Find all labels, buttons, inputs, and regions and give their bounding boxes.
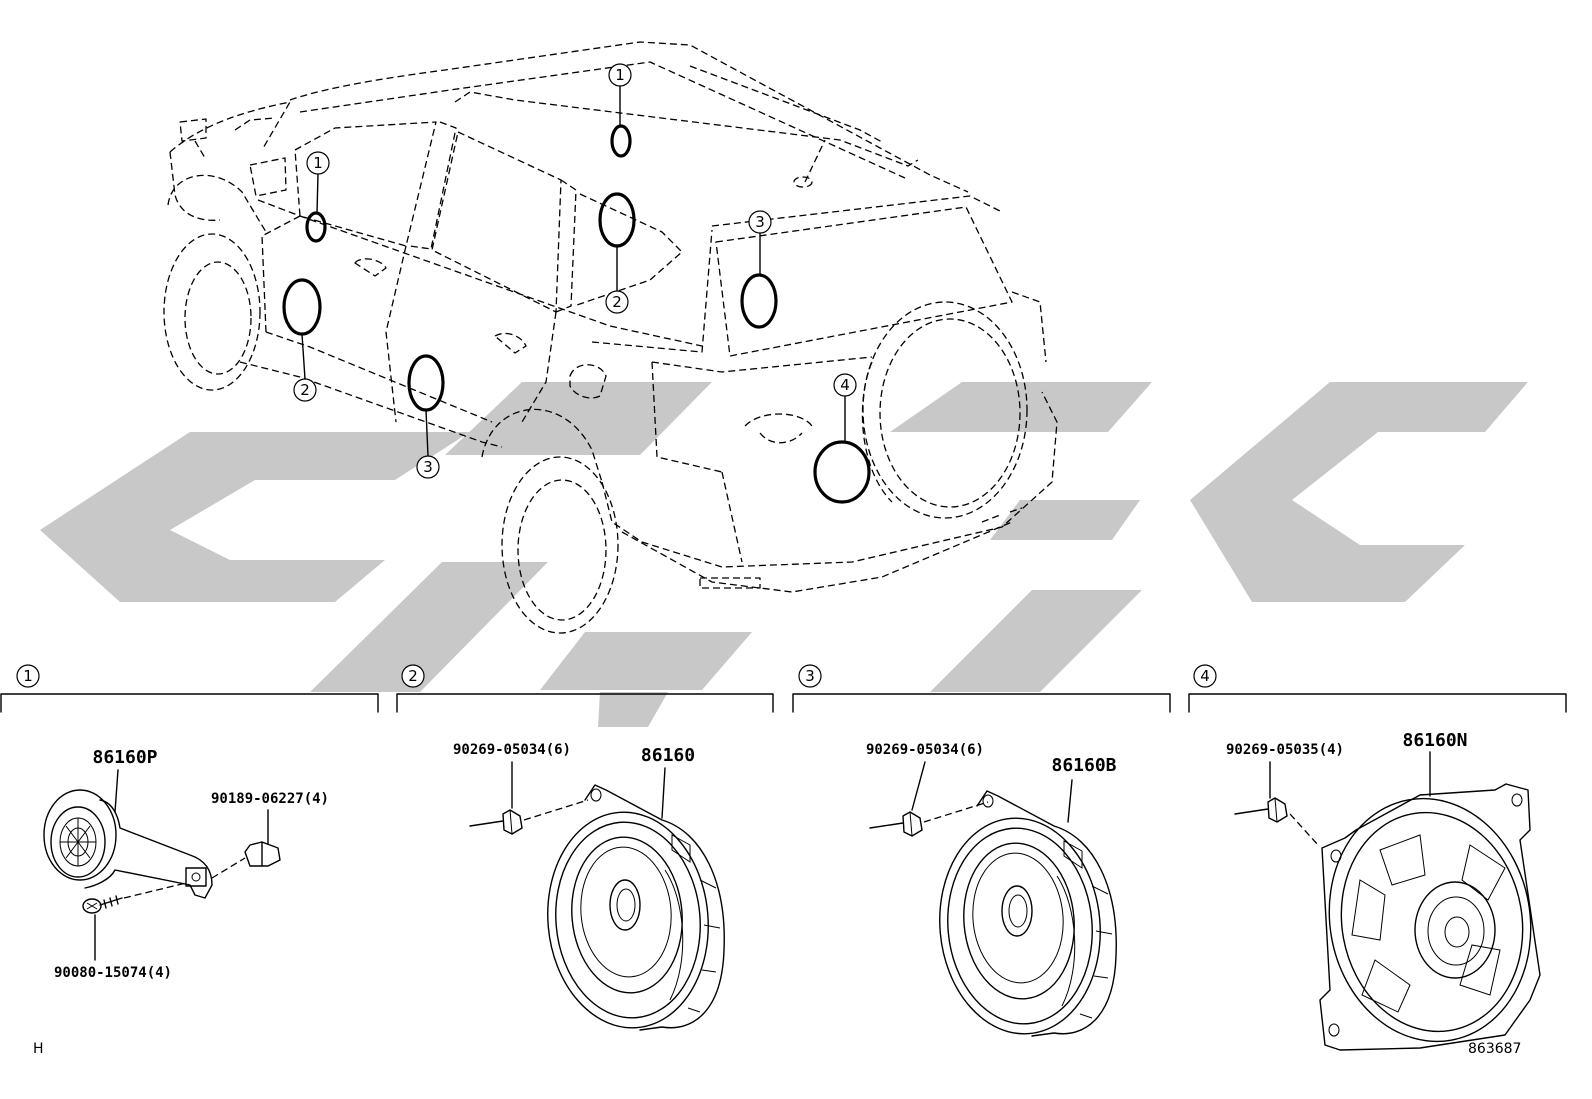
section-number: 4 bbox=[1200, 667, 1210, 685]
part-number-rivet[interactable]: 90269-05034(6) bbox=[453, 742, 571, 758]
section-bracket bbox=[0, 693, 379, 713]
section-header-1: 1 bbox=[0, 664, 379, 713]
leader-line bbox=[1067, 779, 1073, 823]
leader-line bbox=[114, 769, 119, 813]
speaker-location-ring bbox=[740, 273, 778, 329]
section-bracket bbox=[396, 693, 774, 713]
part-number-back-door-speaker[interactable]: 86160N bbox=[1402, 730, 1467, 751]
callout-number: 3 bbox=[755, 213, 765, 231]
callout-rear-door-upper: 2 bbox=[605, 290, 629, 314]
callout-front-door-upper: 1 bbox=[306, 151, 330, 175]
part-number-tweeter[interactable]: 86160P bbox=[92, 747, 157, 768]
speaker-location-ring bbox=[610, 124, 632, 158]
part-number-rivet[interactable]: 90269-05035(4) bbox=[1226, 742, 1344, 758]
section-header-4: 4 bbox=[1188, 664, 1567, 713]
callout-front-door-lower: 2 bbox=[293, 378, 317, 402]
part-number-front-door-speaker[interactable]: 86160 bbox=[641, 745, 695, 766]
callout-number: 1 bbox=[313, 154, 323, 172]
callout-back-door: 4 bbox=[833, 373, 857, 397]
leader-line bbox=[911, 761, 926, 811]
part-number-rear-door-speaker[interactable]: 86160B bbox=[1051, 755, 1116, 776]
leader-line bbox=[661, 767, 666, 819]
section-bracket bbox=[1188, 693, 1567, 713]
callout-rear-quarter: 3 bbox=[748, 210, 772, 234]
callout-number: 2 bbox=[300, 381, 310, 399]
speaker-location-ring bbox=[813, 440, 871, 504]
callout-leaders bbox=[301, 85, 846, 457]
part-number-screw[interactable]: 90080-15074(4) bbox=[54, 965, 172, 981]
section-number: 3 bbox=[805, 667, 815, 685]
speaker-location-ring bbox=[305, 211, 327, 243]
section-number: 1 bbox=[23, 667, 33, 685]
rivet-path bbox=[523, 799, 589, 821]
part-number-rivet[interactable]: 90269-05034(6) bbox=[866, 742, 984, 758]
section-header-2: 2 bbox=[396, 664, 774, 713]
part-number-clip[interactable]: 90189-06227(4) bbox=[211, 791, 329, 807]
watermark-logo bbox=[40, 382, 1528, 727]
illustration-number: 863687 bbox=[1468, 1041, 1521, 1057]
section-number: 2 bbox=[408, 667, 418, 685]
vehicle-illustration bbox=[163, 41, 1058, 634]
section-header-3: 3 bbox=[792, 664, 1171, 713]
callout-number: 4 bbox=[840, 376, 850, 394]
clip-drawing bbox=[211, 841, 281, 879]
view-code: H bbox=[33, 1041, 44, 1057]
rivet-path bbox=[1289, 813, 1319, 846]
callout-number: 2 bbox=[612, 293, 622, 311]
callout-rear-door-lower: 3 bbox=[416, 455, 440, 479]
back-door-speaker-drawing bbox=[1319, 783, 1541, 1051]
screw-drawing bbox=[82, 882, 187, 914]
callout-roof: 1 bbox=[608, 63, 632, 87]
callout-number: 3 bbox=[423, 458, 433, 476]
section-bracket bbox=[792, 693, 1171, 713]
tweeter-assembly-drawing bbox=[43, 789, 213, 899]
callout-number: 1 bbox=[615, 66, 625, 84]
